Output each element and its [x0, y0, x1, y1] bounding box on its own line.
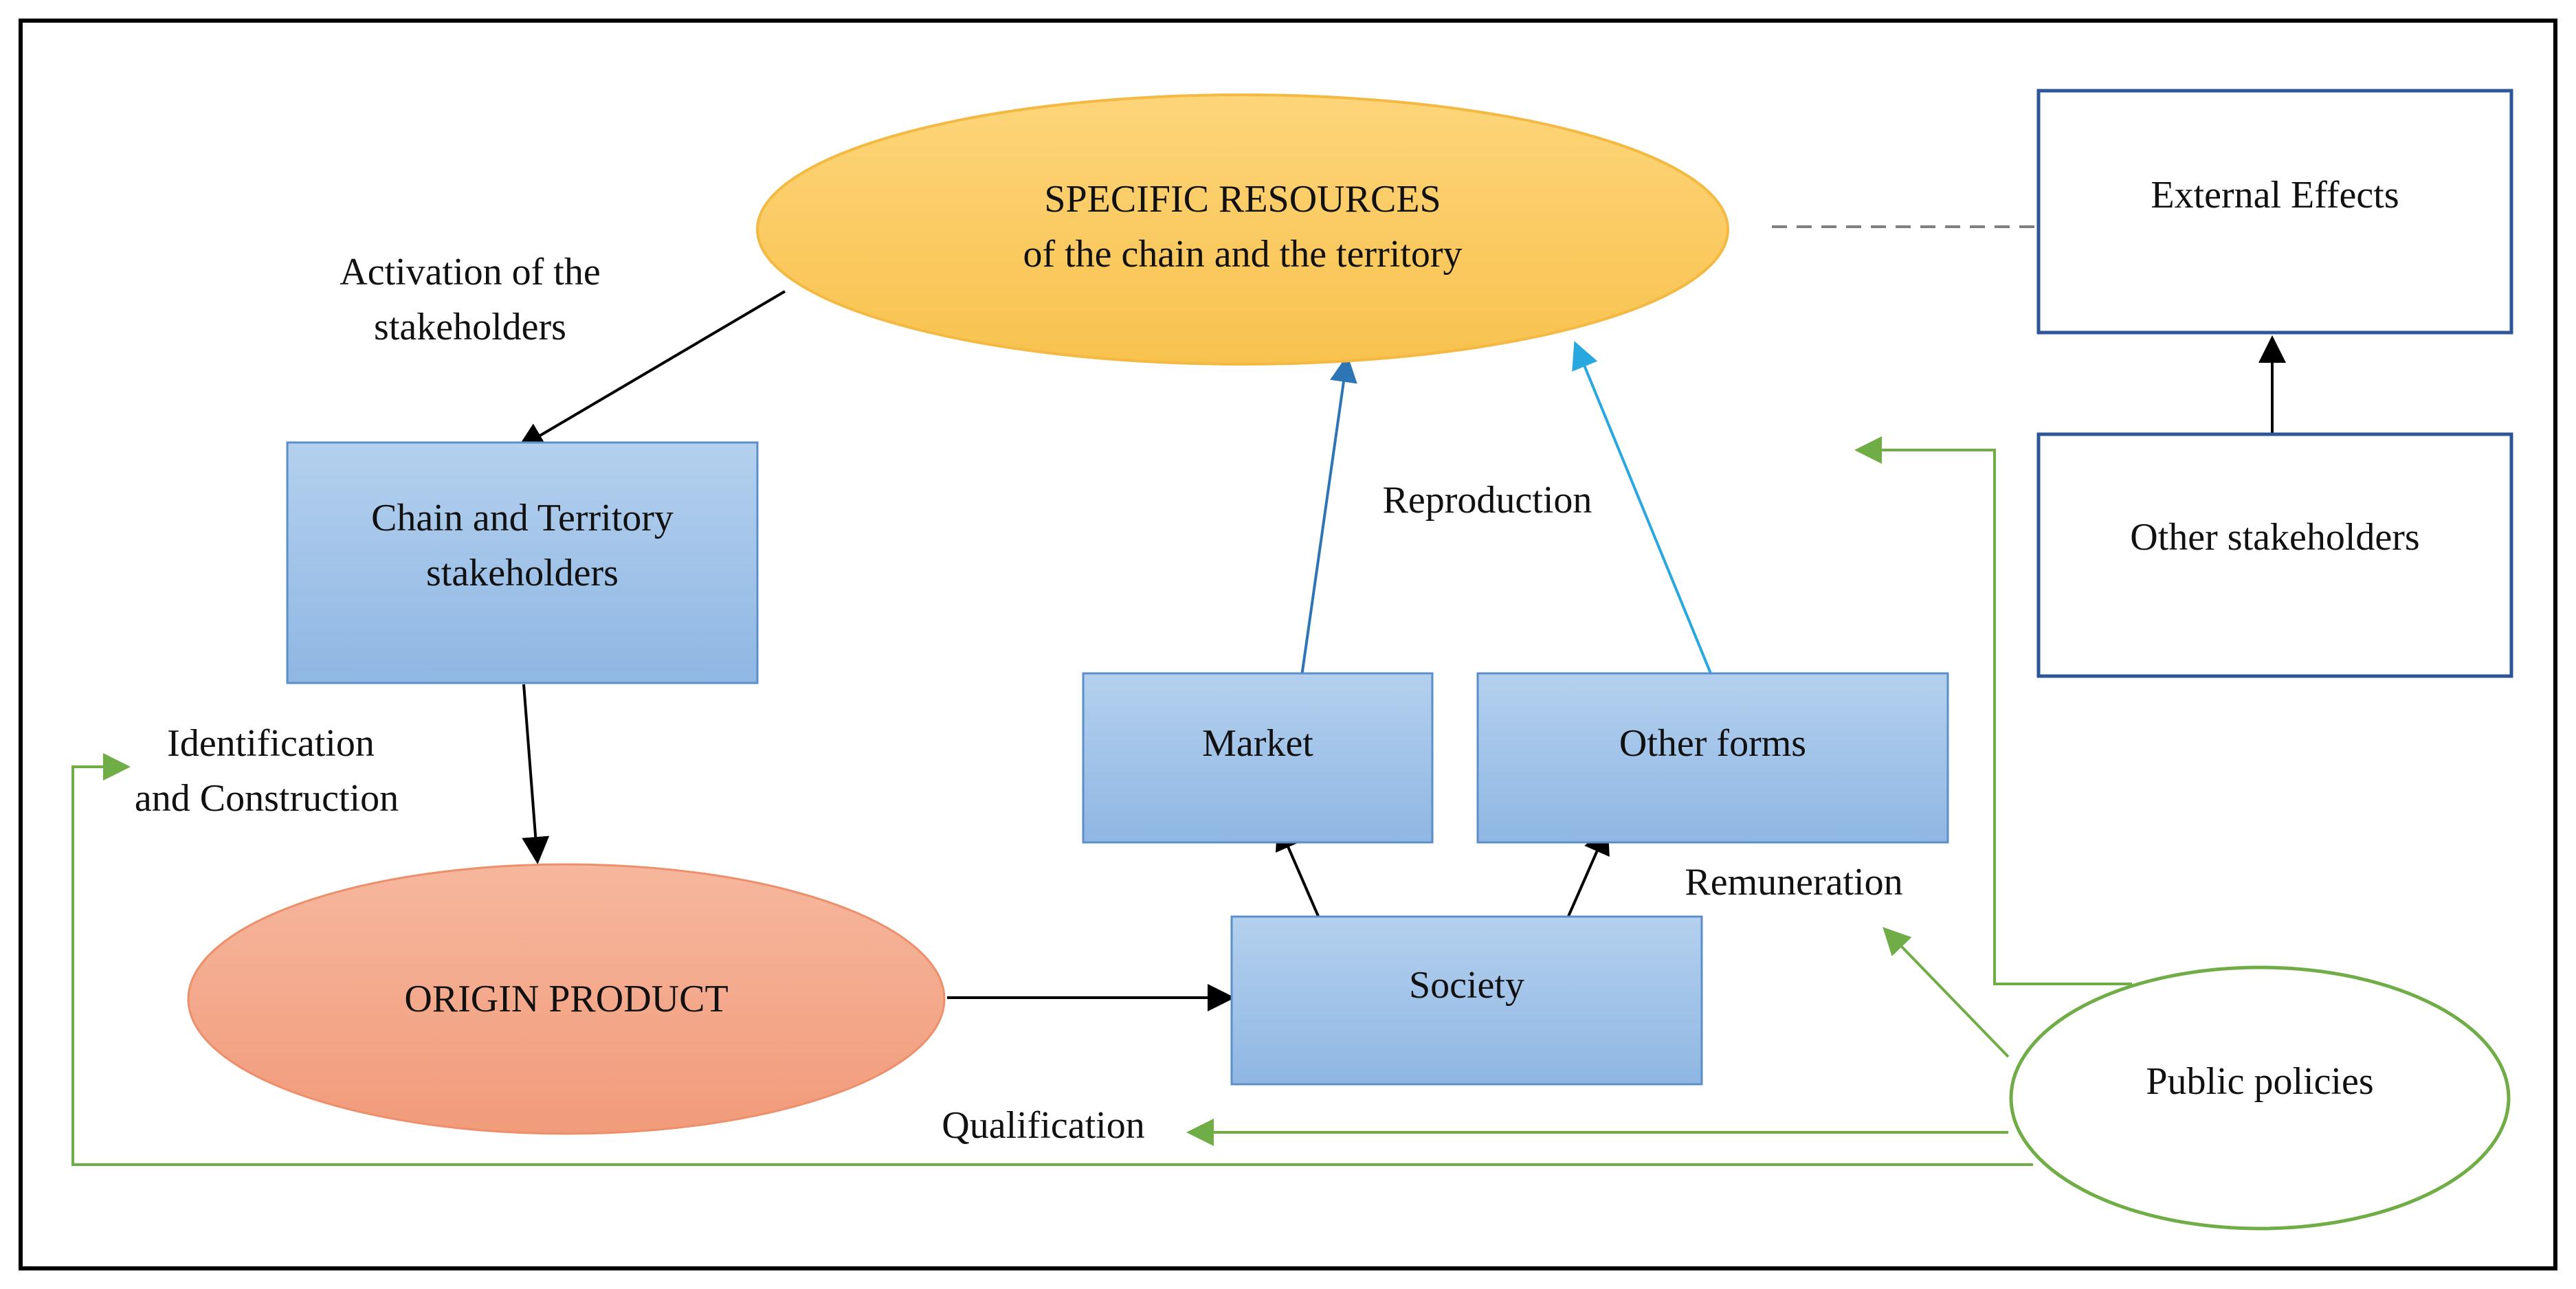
arrow-stakeholders-to-origin	[522, 684, 550, 864]
reproduction-label: Reproduction	[1383, 479, 1592, 522]
arrow-society-to-other-forms	[1566, 826, 1610, 920]
specific-resources-line1: SPECIFIC RESOURCES	[1044, 178, 1441, 221]
node-origin-product: ORIGIN PRODUCT	[187, 863, 946, 1135]
activation-label-line1: Activation of the	[340, 251, 600, 293]
node-market: Market	[1082, 672, 1434, 844]
node-external-effects: External Effects	[2036, 89, 2513, 335]
activation-label-line2: stakeholders	[374, 306, 566, 348]
public-policies-label: Public policies	[2146, 1060, 2373, 1103]
chain-territory-line2: stakeholders	[426, 552, 619, 594]
arrow-policies-to-resources	[1854, 436, 2132, 985]
node-society: Society	[1230, 915, 1703, 1086]
identification-label-line1: Identification	[167, 722, 375, 765]
chain-territory-line1: Chain and Territory	[371, 497, 674, 539]
node-public-policies: Public policies	[2009, 965, 2511, 1231]
arrow-policies-to-identification	[71, 753, 2033, 1166]
external-effects-label: External Effects	[2151, 174, 2399, 216]
diagram-frame	[19, 19, 2557, 1270]
other-forms-label: Other forms	[1619, 722, 1806, 765]
node-other-forms: Other forms	[1476, 672, 1949, 844]
origin-product-label: ORIGIN PRODUCT	[404, 978, 728, 1020]
specific-resources-line2: of the chain and the territory	[1023, 233, 1462, 276]
society-label: Society	[1409, 964, 1524, 1007]
arrow-market-to-resources	[1296, 355, 1357, 706]
arrow-policies-to-remuneration	[1883, 927, 2010, 1058]
arrow-other-forms-to-resources	[1572, 341, 1728, 713]
arrow-activation	[516, 290, 786, 450]
node-specific-resources: SPECIFIC RESOURCES of the chain and the …	[756, 93, 1729, 366]
remuneration-label: Remuneration	[1685, 861, 1902, 904]
node-other-stakeholders: Other stakeholders	[2036, 432, 2513, 678]
qualification-label: Qualification	[942, 1104, 1144, 1147]
other-stakeholders-label: Other stakeholders	[2130, 516, 2419, 559]
identification-label-line2: and Construction	[135, 777, 399, 820]
node-chain-territory-stakeholders: Chain and Territory stakeholders	[286, 441, 759, 684]
market-label: Market	[1202, 722, 1313, 765]
